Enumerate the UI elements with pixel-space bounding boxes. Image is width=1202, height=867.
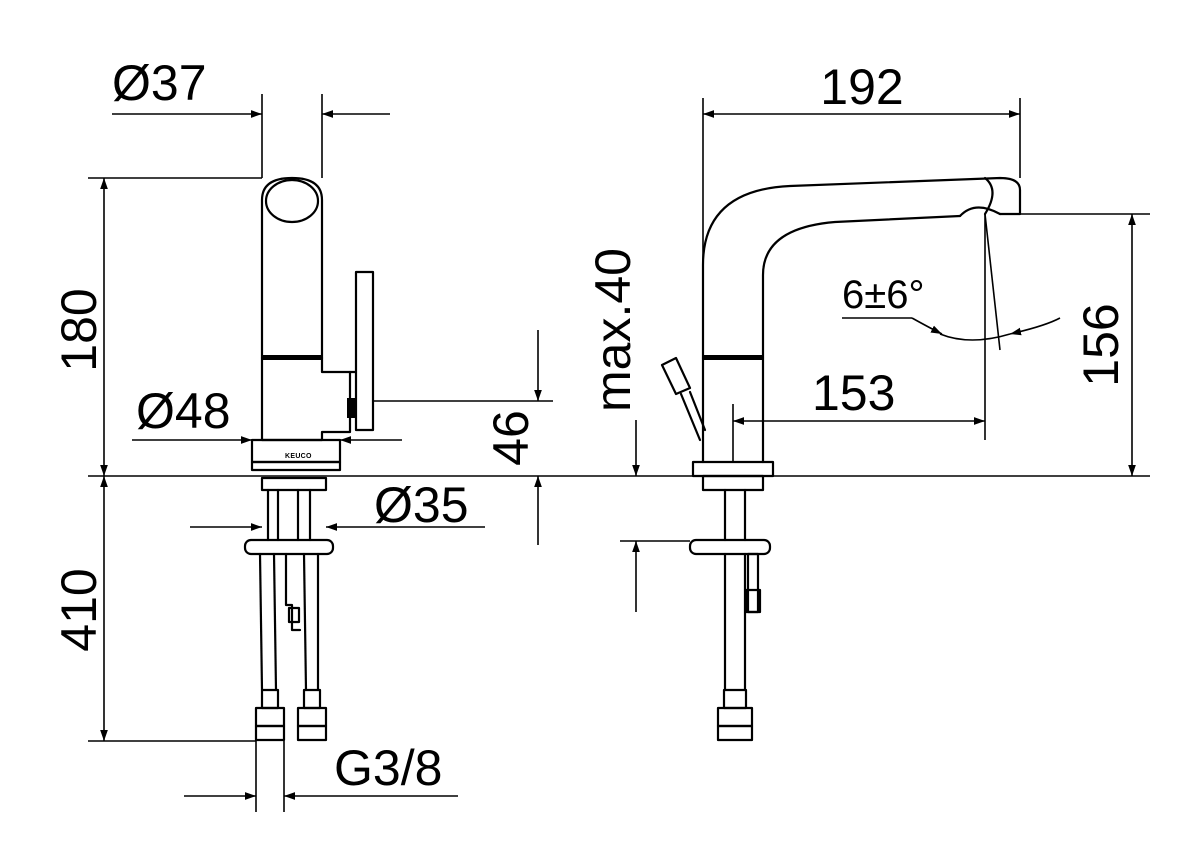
dim-label-diameter-top: Ø37 bbox=[112, 55, 207, 111]
dim-label-diameter-shank: Ø35 bbox=[374, 477, 469, 533]
dim-label-height-body: 180 bbox=[51, 288, 107, 371]
dim-spout-height: 156 bbox=[1020, 213, 1150, 476]
dim-spout-length: 192 bbox=[702, 59, 1021, 265]
front-view: KEUCO bbox=[51, 55, 553, 812]
dim-label-spout-length: 192 bbox=[820, 59, 903, 115]
dim-label-height-lever: 46 bbox=[483, 410, 539, 466]
dim-diameter-base: Ø48 bbox=[132, 383, 402, 444]
dim-tilt-angle: 6±6° bbox=[842, 213, 1061, 440]
dim-connection-thread: G3/8 bbox=[184, 740, 458, 812]
dim-spout-reach: 153 bbox=[732, 365, 985, 462]
dim-label-diameter-base: Ø48 bbox=[136, 383, 231, 439]
dim-label-hose-length: 410 bbox=[51, 568, 107, 651]
side-faucet-body bbox=[660, 176, 1022, 742]
dim-hose-length: 410 bbox=[51, 476, 256, 742]
dim-height-lever: 46 bbox=[373, 330, 553, 545]
dim-label-spout-reach: 153 bbox=[812, 365, 895, 421]
front-faucet-body: KEUCO bbox=[243, 176, 375, 742]
dim-label-connection-thread: G3/8 bbox=[334, 740, 442, 796]
dim-max-thickness: max.40 bbox=[585, 248, 690, 612]
dim-diameter-shank: Ø35 bbox=[190, 477, 485, 533]
dim-label-max-thickness: max.40 bbox=[585, 248, 641, 412]
dim-height-body: 180 bbox=[51, 177, 262, 476]
side-view: 192 max.40 6±6° 153 1 bbox=[585, 59, 1150, 742]
dim-label-spout-height: 156 bbox=[1073, 303, 1129, 386]
dim-diameter-top: Ø37 bbox=[112, 55, 390, 178]
brand-mark: KEUCO bbox=[285, 453, 312, 460]
dim-label-tilt-angle: 6±6° bbox=[842, 273, 924, 317]
